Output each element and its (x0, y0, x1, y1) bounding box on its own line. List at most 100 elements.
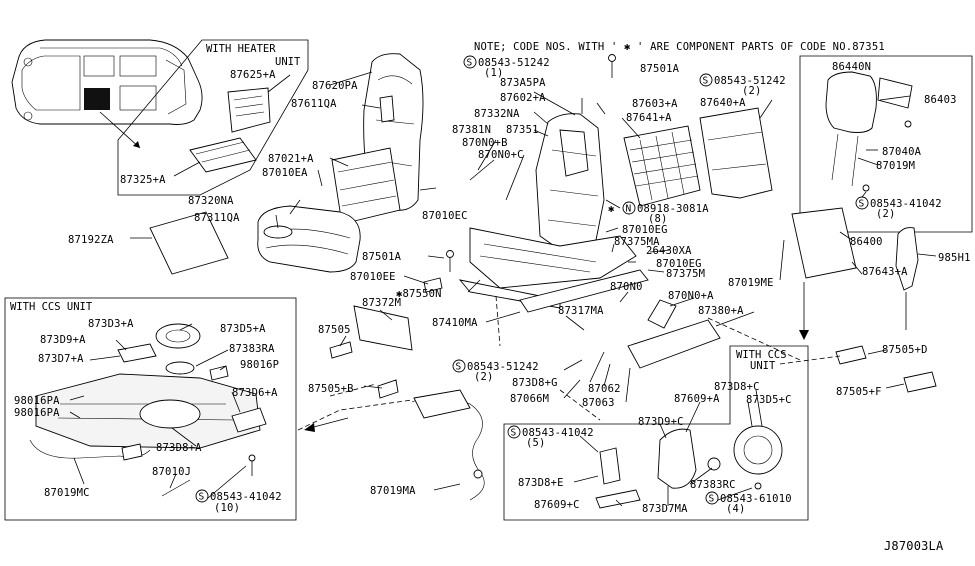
callout-86400: 86400 (850, 236, 883, 248)
callout-985h1: 985H1 (938, 252, 971, 264)
callout-qty-5: (5) (526, 437, 546, 449)
callout-873a5pa: 873A5PA (500, 77, 546, 89)
svg-text:S: S (703, 76, 709, 87)
connector-parts (329, 54, 937, 399)
ccs-unit-box-right: WITH CCS UNIT (503, 345, 809, 521)
callout-870n0-b: 870N0+B (462, 137, 508, 149)
callout-87381n: 87381N (452, 124, 491, 136)
callout-87019ma: 87019MA (370, 485, 416, 497)
callout-87505-f: 87505+F (836, 386, 882, 398)
callout-87021-a: 87021+A (268, 153, 314, 165)
screw-symbol: S (699, 73, 713, 87)
heater-box-title: WITH HEATER (206, 43, 276, 55)
ccs-left-title: WITH CCS UNIT (10, 301, 93, 313)
callout-87505: 87505 (318, 324, 351, 336)
callout-98016p: 98016P (240, 359, 279, 371)
callout-qty-4: (4) (726, 503, 746, 515)
callout-08918-3081a: 08918-3081A (637, 203, 709, 215)
svg-text:S: S (859, 199, 865, 210)
callout-87609-c: 87609+C (534, 499, 580, 511)
callout-qty-2c: (2) (474, 371, 494, 383)
callout-87643-a: 87643+A (862, 266, 908, 278)
seatback-trim-panel (699, 107, 773, 199)
callout-08543-41042-head: 08543-41042 (870, 198, 942, 210)
callout-87501a-mid: 87501A (362, 251, 402, 263)
seat-highlight-icon (84, 88, 110, 110)
star-marker: ✱ (608, 203, 615, 215)
screw-symbol: S (452, 359, 466, 373)
callout-870n0-a: 870N0+A (668, 290, 714, 302)
callout-87383ra: 87383RA (229, 343, 275, 355)
callout-87010eg-b: 87010EG (656, 258, 702, 270)
callout-870n0-c: 870N0+C (478, 149, 524, 161)
callout-873d5-c: 873D5+C (746, 394, 792, 406)
side-cover-lower (353, 299, 721, 369)
callout-87010eg-a: 87010EG (622, 224, 668, 236)
callout-873d7ma: 873D7MA (642, 503, 688, 515)
callout-87317ma: 87317MA (558, 305, 604, 317)
callout-873d8-c: 873D8+C (714, 381, 760, 393)
callout-870n0: 870N0 (610, 281, 643, 293)
callout-87019m: 87019M (876, 160, 915, 172)
svg-text:S: S (467, 58, 473, 69)
callout-08543-51242-top: 08543-51242 (478, 57, 550, 69)
heater-unit-box: WITH HEATER UNIT (117, 39, 309, 196)
svg-text:S: S (709, 494, 715, 505)
callout-873d6-a: 873D6+A (232, 387, 278, 399)
note-text: NOTE; CODE NOS. WITH ' ✱ ' ARE COMPONENT… (474, 41, 885, 53)
svg-text:S: S (199, 492, 205, 503)
callout-26430xa: 26430XA (646, 245, 692, 257)
screw-symbol: S (195, 489, 209, 503)
lumbar-mesh (623, 125, 701, 207)
seat-cushion-assembly (149, 205, 361, 275)
callout-87501a-top: 87501A (640, 63, 680, 75)
seatback-cover-right (791, 207, 919, 330)
callout-87010j: 87010J (152, 466, 191, 478)
callout-87505-b: 87505+B (308, 383, 354, 395)
callout-873d8-g: 873D8+G (512, 377, 558, 389)
callout-labels: NOTE; CODE NOS. WITH ' ✱ ' ARE COMPONENT… (14, 41, 971, 553)
callout-87351: 87351 (506, 124, 539, 136)
callout-873d9-c: 873D9+C (638, 416, 684, 428)
callout-87603-a: 87603+A (632, 98, 678, 110)
callout-08543-41042-ccs: 08543-41042 (210, 491, 282, 503)
screw-symbol: S (507, 425, 521, 439)
callout-87332na: 87332NA (474, 108, 520, 120)
callout-87311qa: 87311QA (194, 212, 240, 224)
ccs-right-title-line1: WITH CCS (736, 349, 787, 361)
callout-87609-a: 87609+A (674, 393, 720, 405)
callout-87375m: 87375M (666, 268, 705, 280)
callout-873d3-a: 873D3+A (88, 318, 134, 330)
callout-87550n: ✱87550N (396, 288, 442, 300)
callout-87410ma: 87410MA (432, 317, 478, 329)
harness-87019ma (411, 389, 485, 501)
screw-symbol: S (463, 55, 477, 69)
callout-87019me: 87019ME (728, 277, 774, 289)
callout-87062: 87062 (588, 383, 621, 395)
callout-08543-51242-mid: 08543-51242 (467, 361, 539, 373)
callout-87192za: 87192ZA (68, 234, 114, 246)
callout-qty-8: (8) (648, 213, 668, 225)
ccs-right-title-line2: UNIT (750, 360, 776, 372)
seat-back-assembly (331, 53, 424, 225)
callout-87375ma: 87375MA (614, 236, 660, 248)
callout-87372m: 87372M (362, 297, 401, 309)
nut-symbol: N (622, 201, 636, 215)
callout-873d5-a: 873D5+A (220, 323, 266, 335)
callout-87625-a: 87625+A (230, 69, 276, 81)
callout-873d9-a: 873D9+A (40, 334, 86, 346)
headrest-assembly (799, 55, 973, 233)
callout-08543-51242-right: 08543-51242 (714, 75, 786, 87)
callout-873d8-e: 873D8+E (518, 477, 564, 489)
callout-87611qa: 87611QA (291, 98, 337, 110)
vehicle-overview (11, 39, 203, 149)
diagram-id: J87003LA (884, 539, 944, 553)
callout-873d8-a: 873D8+A (156, 442, 202, 454)
svg-text:N: N (626, 204, 632, 215)
callout-87641-a: 87641+A (626, 112, 672, 124)
callout-08543-61010: 08543-61010 (720, 493, 792, 505)
callout-87320na: 87320NA (188, 195, 234, 207)
callout-87010ea: 87010EA (262, 167, 308, 179)
